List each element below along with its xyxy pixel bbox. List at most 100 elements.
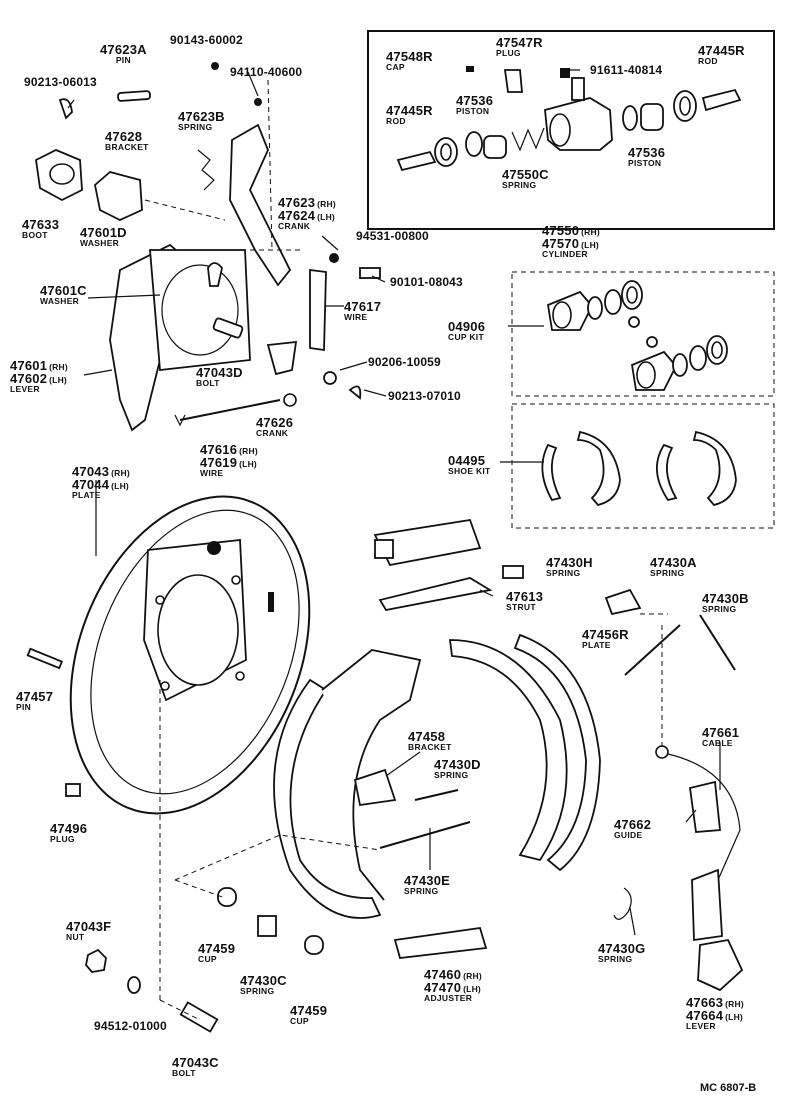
label-47663-47664: 47663(RH) 47664(LH) LEVER [686,996,744,1031]
part-number: 47619 [200,455,238,470]
part-number: 47459 [290,1003,328,1018]
small-loose-parts [26,647,324,1033]
shoe-kit-parts [541,430,737,507]
part-number: 47663 [686,995,724,1010]
part-number: 47624 [278,208,316,223]
diagram-code: MC 6807-B [700,1082,757,1094]
label-47457: 47457 PIN [16,690,53,712]
part-number: 94531-00800 [356,229,429,243]
label-47623b: 47623B SPRING [178,110,225,132]
part-number: 47470 [424,980,462,995]
side-qualifier: (LH) [111,481,129,491]
label-94512-01000: 94512-01000 [94,1020,167,1032]
part-number: 47626 [256,415,294,430]
part-desc: PLATE [72,490,101,500]
part-desc: STRUT [506,602,536,612]
part-number: 47623 [278,195,316,210]
part-number: 47617 [344,299,382,314]
side-qualifier: (RH) [581,227,600,237]
label-47601c: 47601C WASHER [40,284,87,306]
label-47662: 47662 GUIDE [614,818,651,840]
label-94110-40600: 94110-40600 [230,66,302,78]
part-desc: CUP [290,1016,309,1026]
part-number: 47430G [598,941,646,956]
part-desc: CUP [198,954,217,964]
part-number: 47043 [72,464,110,479]
label-47601-47602: 47601(RH) 47602(LH) LEVER [10,359,68,394]
part-number: 90213-07010 [388,389,461,403]
part-number: 47460 [424,967,462,982]
part-number: 47445R [386,103,433,118]
part-number: 47662 [614,817,652,832]
label-90213-06013: 90213-06013 [24,76,97,88]
part-number: 47043D [196,365,243,380]
backing-plate [69,495,311,815]
label-04906: 04906 CUP KIT [448,320,485,342]
label-47661: 47661 CABLE [702,726,739,748]
label-47626: 47626 CRANK [256,416,293,438]
label-47628: 47628 BRACKET [105,130,149,152]
part-desc: PLATE [582,640,611,650]
part-number: 47613 [506,589,544,604]
part-desc: SPRING [598,954,633,964]
part-number: 47459 [198,941,236,956]
part-number: 47043C [172,1055,219,1070]
part-number: 47547R [496,35,543,50]
label-90143-60002: 90143-60002 [170,34,243,46]
label-47496: 47496 PLUG [50,822,87,844]
label-47459-right: 47459 CUP [290,1004,327,1026]
label-47616-47619: 47616(RH) 47619(LH) WIRE [200,443,258,478]
leader-lines [67,69,721,936]
part-number: 47430A [650,555,697,570]
part-desc: WIRE [344,312,368,322]
part-number: 94512-01000 [94,1019,167,1033]
part-desc: SPRING [546,568,581,578]
part-desc: CYLINDER [542,249,588,259]
part-number: 47445R [698,43,745,58]
part-number: 47601 [10,358,48,373]
part-number: 47633 [22,217,60,232]
part-desc: ROD [386,116,406,126]
part-number: 47430C [240,973,287,988]
part-desc: SPRING [404,886,439,896]
part-desc: ROD [698,56,718,66]
label-47043-47044: 47043(RH) 47044(LH) PLATE [72,465,130,500]
part-desc: LEVER [10,384,40,394]
right-side-parts [604,588,744,992]
part-desc: BOOT [22,230,48,240]
part-number: 90101-08043 [390,275,463,289]
part-desc: SPRING [702,604,737,614]
label-47548r: 47548R CAP [386,50,433,72]
shoe-assembly [273,518,601,959]
part-number: 90143-60002 [170,33,243,47]
side-qualifier: (LH) [581,240,599,250]
label-90101-08043: 90101-08043 [390,276,463,288]
part-desc: CUP KIT [448,332,484,342]
part-desc: PISTON [456,106,490,116]
label-47601d: 47601D WASHER [80,226,127,248]
label-47458: 47458 BRACKET [408,730,452,752]
label-47617: 47617 WIRE [344,300,381,322]
label-47430b: 47430B SPRING [702,592,749,614]
label-47459-left: 47459 CUP [198,942,235,964]
part-number: 90206-10059 [368,355,441,369]
part-number: 47550C [502,167,549,182]
part-desc: WASHER [40,296,80,306]
part-number: 04906 [448,319,486,334]
part-desc: SPRING [434,770,469,780]
side-qualifier: (RH) [111,468,130,478]
part-desc: GUIDE [614,830,643,840]
side-qualifier: (RH) [239,446,258,456]
wheel-cylinder-parts [396,66,742,172]
label-90213-07010: 90213-07010 [388,390,461,402]
label-47460-47470: 47460(RH) 47470(LH) ADJUSTER [424,968,482,1003]
part-desc: PLUG [496,48,521,58]
part-desc: CRANK [278,221,311,231]
part-desc: SPRING [240,986,275,996]
side-qualifier: (LH) [317,212,335,222]
part-desc: SPRING [178,122,213,132]
part-number: 47430B [702,591,749,606]
side-qualifier: (LH) [239,459,257,469]
